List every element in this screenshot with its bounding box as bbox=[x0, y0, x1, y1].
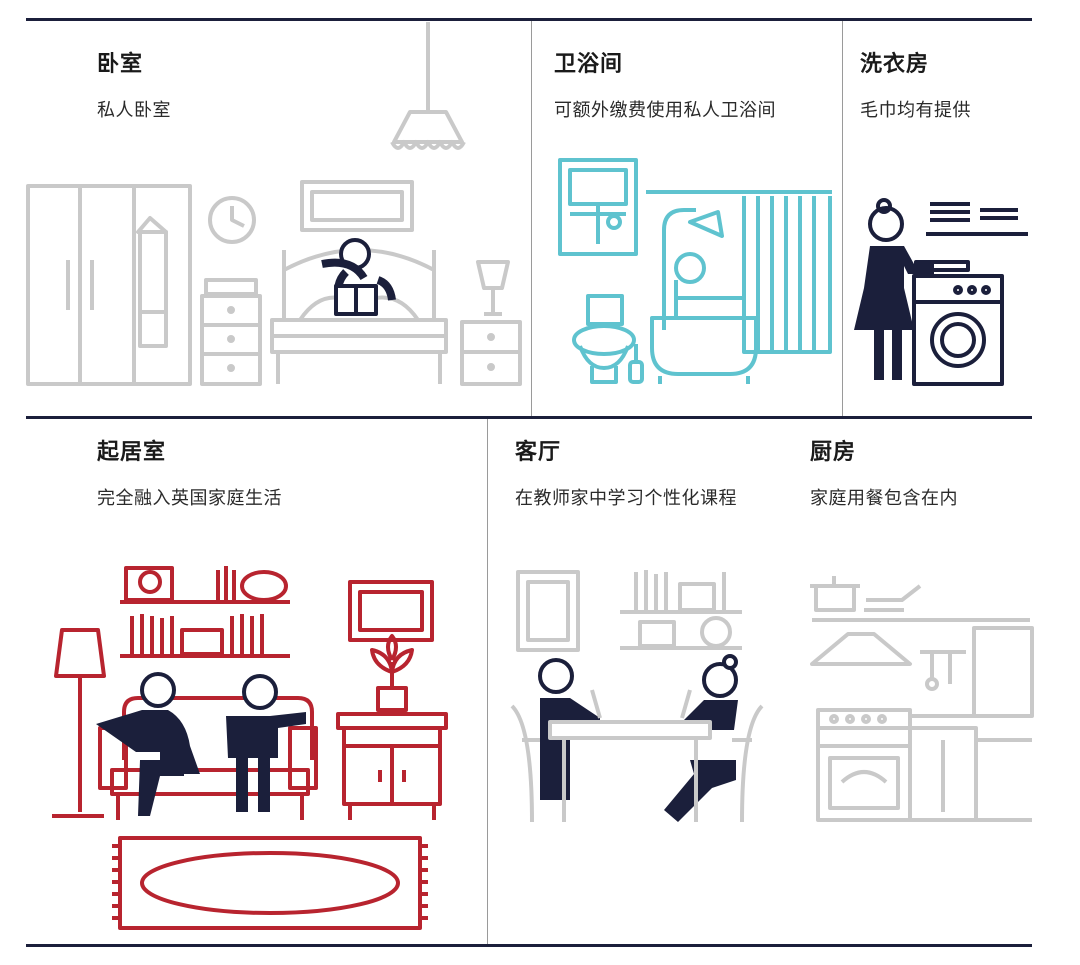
room-description: 家庭用餐包含在内 bbox=[810, 488, 958, 509]
room-title: 厨房 bbox=[810, 440, 857, 465]
top-divider bbox=[26, 18, 1032, 21]
divider-bathroom-laundry bbox=[842, 21, 843, 416]
bottom-divider bbox=[26, 944, 1032, 947]
room-description: 可额外缴费使用私人卫浴间 bbox=[554, 100, 776, 121]
room-description: 完全融入英国家庭生活 bbox=[97, 488, 282, 509]
kitchen-illustration bbox=[810, 576, 1034, 822]
divider-living-lounge bbox=[487, 419, 488, 944]
living-room-illustration bbox=[52, 566, 448, 930]
room-title: 卧室 bbox=[97, 52, 144, 77]
bedroom-illustration bbox=[26, 22, 522, 386]
room-description: 在教师家中学习个性化课程 bbox=[515, 488, 737, 509]
room-title: 洗衣房 bbox=[860, 52, 930, 77]
middle-divider bbox=[26, 416, 1032, 419]
room-description: 毛巾均有提供 bbox=[860, 100, 971, 121]
laundry-illustration bbox=[854, 198, 1028, 386]
bathroom-illustration bbox=[558, 158, 832, 384]
room-title: 起居室 bbox=[97, 440, 167, 465]
room-title: 客厅 bbox=[515, 440, 562, 465]
room-description: 私人卧室 bbox=[97, 100, 171, 121]
lounge-illustration bbox=[510, 570, 764, 823]
divider-bedroom-bathroom bbox=[531, 21, 532, 416]
room-title: 卫浴间 bbox=[554, 52, 624, 77]
